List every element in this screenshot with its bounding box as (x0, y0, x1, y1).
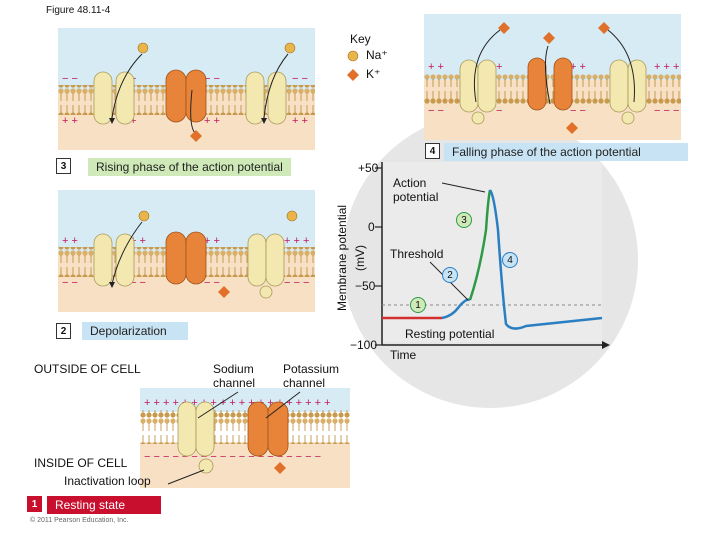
svg-text:+ +: + + (292, 115, 308, 127)
svg-text:+ +: + + (428, 61, 444, 73)
stage-1-badge: 1 (27, 496, 42, 512)
na-ion-icon (347, 50, 359, 62)
inactivation-loop-shape (198, 458, 214, 474)
ytick-minus100: −100 (350, 338, 378, 352)
sodium-channel-open (93, 71, 135, 125)
k-ion-key-icon (347, 69, 359, 81)
key-title: Key (350, 32, 371, 46)
inside-cell-label: INSIDE OF CELL (34, 456, 128, 470)
svg-text:+ +: + + (570, 61, 586, 73)
svg-text:− − −: − − − (654, 105, 679, 117)
potassium-channel-closed-3 (247, 401, 289, 457)
figure-label: Figure 48.11-4 (46, 5, 111, 16)
ytick-plus50: +50 (358, 161, 379, 175)
sodium-channel-inactivated (459, 59, 497, 125)
threshold-label: Threshold (390, 247, 444, 261)
svg-text:− −: − − (62, 73, 78, 85)
panel-falling-membrane: + + + + + + + + − − − − − − − − (424, 14, 681, 140)
inactivation-loop-label: Inactivation loop (64, 474, 151, 488)
x-axis-arrow (602, 341, 610, 349)
trace-rising (468, 189, 492, 301)
svg-text:− −: − − (428, 105, 444, 117)
graph-marker-2: 2 (442, 267, 458, 283)
trace-falling (488, 189, 603, 330)
stage-4-badge: 4 (425, 143, 440, 159)
potassium-channel-open (527, 57, 573, 111)
panel-rising-membrane: − −−− −− − + +++ ++ + (58, 28, 315, 150)
graph-marker-3: 3 (456, 212, 472, 228)
x-axis-label: Time (390, 348, 417, 362)
potassium-channel-label: Potassium channel (283, 362, 340, 390)
key-na-label: Na⁺ (366, 48, 388, 62)
svg-text:+ + +: + + + (654, 61, 679, 73)
outside-cell-label: OUTSIDE OF CELL (34, 362, 141, 376)
svg-text:+: + (130, 115, 136, 127)
svg-text:− −: − − (204, 73, 220, 85)
svg-text:+ +: + + (62, 235, 78, 247)
copyright: © 2011 Pearson Education, Inc. (30, 517, 129, 524)
svg-text:+ + +: + + + (284, 235, 309, 247)
potassium-channel-closed-2 (165, 231, 207, 285)
key-k-label: K⁺ (366, 67, 381, 81)
membrane-potential-graph (375, 162, 610, 349)
svg-text:+ +: + + (62, 115, 78, 127)
sodium-channel-label: Sodium channel (213, 362, 256, 390)
stage-2-title: Depolarization (82, 322, 188, 340)
svg-text:− −: − − (62, 277, 78, 289)
svg-text:− −: − − (204, 277, 220, 289)
stage-4-title: Falling phase of the action potential (444, 143, 688, 161)
svg-text:− −: − − (570, 105, 586, 117)
stage-3-badge: 3 (56, 158, 71, 174)
stage-3-title: Rising phase of the action potential (88, 158, 291, 176)
stage-1-title: Resting state (47, 496, 161, 514)
svg-text:+ +: + + (204, 235, 220, 247)
svg-text:+ +: + + (204, 115, 220, 127)
ytick-0: 0 (368, 220, 375, 234)
svg-text:− −: − − (130, 277, 146, 289)
action-potential-pointer (441, 182, 486, 193)
svg-text:− − −: − − − (284, 277, 309, 289)
sodium-channel-closed (177, 401, 215, 474)
sodium-channel-opening (93, 233, 135, 287)
svg-text:+: + (496, 61, 502, 73)
svg-text:−: − (496, 105, 502, 117)
ytick-minus50: −50 (355, 279, 376, 293)
action-potential-label: Action potential (393, 176, 439, 204)
resting-potential-label: Resting potential (405, 327, 495, 341)
graph-marker-4: 4 (502, 252, 518, 268)
panel-resting-membrane: + + + + + + + + + + + + + + + + + + + + … (140, 388, 350, 488)
svg-text:− −: − − (292, 73, 308, 85)
stage-2-badge: 2 (56, 323, 71, 339)
graph-marker-1: 1 (410, 297, 426, 313)
k-ion-icon (190, 130, 202, 142)
panel-depolarization-membrane: + ++ ++ ++ + + − −− −− −− − − (58, 190, 315, 312)
